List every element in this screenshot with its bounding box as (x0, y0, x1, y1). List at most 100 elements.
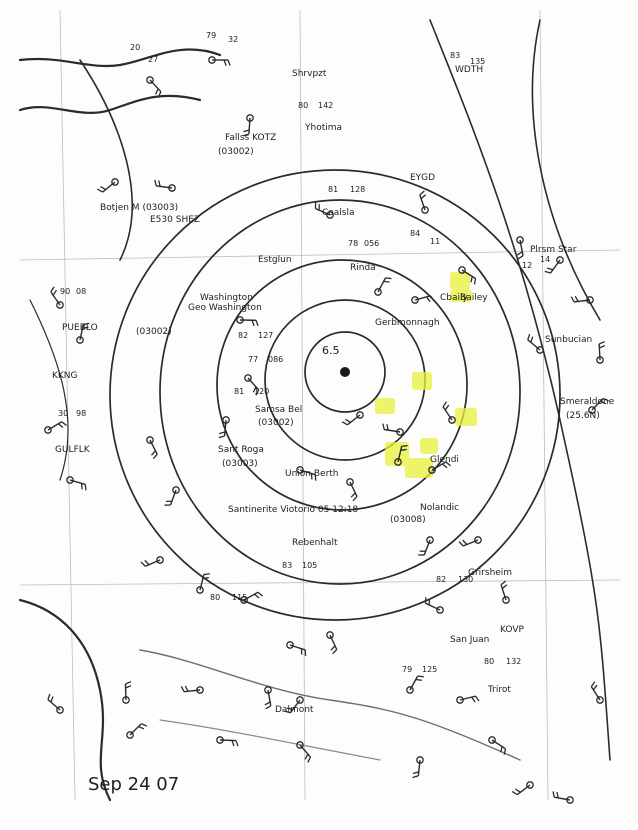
station-plot (209, 57, 230, 66)
ship-label: (03002) (218, 147, 254, 157)
wind-barb-feather (531, 337, 533, 343)
wind-barb-feather (445, 405, 448, 410)
wind-barb-feather (518, 256, 523, 259)
wind-barb-feather (228, 60, 230, 66)
isobars (110, 170, 560, 620)
wind-barb-feather (151, 451, 155, 455)
observation-number: 30 (58, 409, 68, 418)
wind-barb-feather (401, 449, 407, 450)
wind-barb-feather (599, 342, 604, 344)
wind-barb-shaft (150, 80, 161, 92)
wind-barb-feather (224, 60, 226, 66)
observation-number: 120 (254, 387, 269, 396)
ship-label: E530 SHEZ (150, 215, 200, 225)
station-plot (597, 342, 605, 364)
wind-barb-feather (416, 680, 422, 681)
observation-number: 142 (318, 101, 333, 110)
station-plot (383, 424, 403, 436)
wind-barb-shaft (443, 407, 452, 420)
wind-barb-feather (125, 682, 131, 684)
observation-number: 32 (228, 35, 238, 44)
wind-barb-shaft (48, 700, 60, 710)
station-plot (237, 317, 258, 326)
wind-barb-feather (402, 446, 408, 447)
wind-barb-feather (463, 540, 467, 544)
ship-label: Botjen M (03003) (100, 203, 178, 213)
wind-barb-feather (308, 757, 311, 762)
ship-label: San Juan (450, 635, 489, 645)
wind-barb-feather (512, 791, 517, 794)
wind-barb-feather (219, 432, 225, 434)
ship-label: (25.6N) (566, 411, 600, 421)
ship-label: WDTH (455, 65, 483, 75)
observation-number: 84 (410, 229, 420, 238)
station-plots (45, 57, 609, 803)
station-plot (407, 676, 424, 693)
ship-label: Nolandic (420, 503, 459, 513)
wind-barb-feather (515, 789, 520, 792)
wind-barb-feather (53, 290, 56, 295)
wind-barb-shaft (492, 740, 505, 749)
wind-barb-feather (138, 727, 143, 729)
wind-barb-feather (351, 493, 355, 497)
wind-barb-feather (353, 496, 357, 500)
wind-barb-feather (51, 696, 53, 702)
wind-barb-feather (547, 268, 553, 270)
observation-number: 82 (238, 331, 248, 340)
wind-barb-shaft (48, 422, 62, 430)
wind-barb-feather (181, 686, 184, 691)
observation-number: 83 (282, 561, 292, 570)
ship-label: Gerbmonnagh (375, 318, 440, 328)
wind-barb-feather (591, 682, 595, 687)
wind-barb-feather (517, 252, 522, 255)
station-plot (147, 437, 157, 459)
observation-number: 056 (364, 239, 379, 248)
wind-barb-feather (159, 180, 160, 186)
wind-barb-feather (345, 419, 350, 422)
observation-number: 125 (422, 665, 437, 674)
wind-barb-shaft (591, 687, 600, 700)
station-plot (123, 682, 131, 704)
ship-label: (03008) (390, 515, 426, 525)
wind-barb-shaft (130, 724, 141, 735)
ship-label: Rinda (350, 263, 376, 273)
observation-number: 128 (350, 185, 365, 194)
ship-label: Glendi (430, 455, 459, 465)
wind-barb-feather (252, 320, 254, 326)
wind-barb-feather (258, 592, 263, 596)
ship-label: Yhotima (304, 123, 342, 133)
wind-barb-feather (420, 191, 425, 195)
station-plot (48, 694, 63, 713)
ship-label: Coalsla (322, 208, 355, 218)
ship-label: (03002) (258, 418, 294, 428)
observation-number: 98 (76, 409, 86, 418)
wind-barb-feather (476, 696, 479, 701)
ship-label: (03003) (222, 459, 258, 469)
station-plot (127, 724, 147, 739)
wind-barb-feather (545, 271, 551, 273)
wind-barb-shaft (378, 278, 386, 292)
wind-barb-feather (145, 560, 149, 564)
wind-barb-feather (386, 278, 392, 279)
observation-number: 81 (234, 387, 244, 396)
wind-barb-shaft (517, 785, 530, 795)
station-plot (501, 581, 509, 603)
observation-number: 20 (130, 43, 140, 52)
observation-number: 127 (258, 331, 273, 340)
wind-barb-feather (203, 578, 209, 579)
observation-number: 77 (248, 355, 258, 364)
isobar-center-value: 6.5 (322, 344, 340, 357)
observation-number: 90 (60, 287, 70, 296)
wind-barb-feather (502, 585, 507, 589)
station-plot (512, 782, 533, 795)
wind-barb-feather (153, 454, 157, 458)
wind-barb-feather (599, 346, 604, 348)
wind-barb-feather (342, 422, 347, 425)
ship-label: KKNG (52, 371, 78, 381)
station-plot (375, 278, 392, 295)
station-plot (591, 682, 603, 703)
ship-label: Bailey (460, 293, 488, 303)
wind-barb-feather (593, 685, 597, 690)
station-plot (412, 296, 434, 303)
